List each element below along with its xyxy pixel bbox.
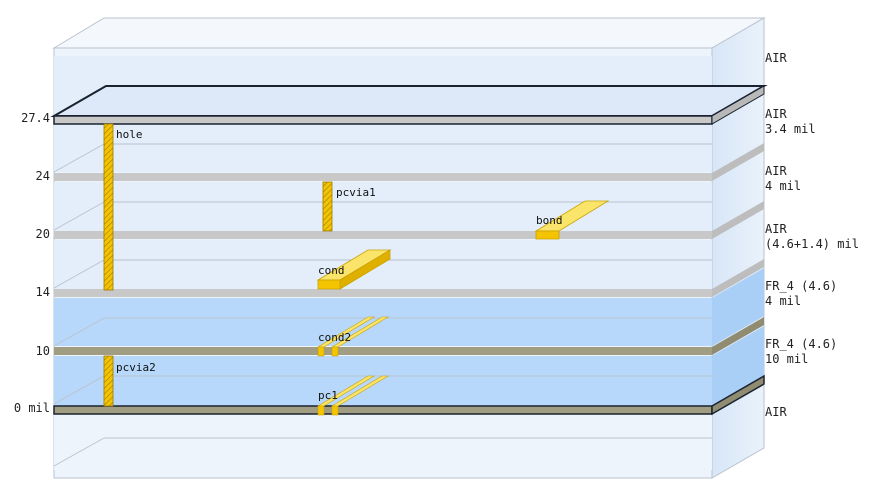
region-fr4-upper [54,298,712,346]
side-fr4-upper [712,268,764,346]
region-air-6 [54,240,712,290]
pcvia2-label: pcvia2 [116,361,156,374]
cond2-label: cond2 [318,331,351,344]
region-air-bottom [54,414,712,470]
region-label-fr4-lower: FR_4 (4.6) 10 mil [765,337,844,366]
bond-label: bond [536,214,563,227]
level-label-24: 24 [36,169,50,183]
level-label-27-4: 27.4 [21,111,50,125]
plane-20-side [712,201,764,239]
plane-24 [54,173,712,181]
plane-27-4 [53,115,713,125]
region-labels: AIR AIR 3.4 mil AIR 4 mil AIR (4.6+1.4) … [765,51,859,419]
plane-24-side [712,143,764,181]
cond-trace [316,249,392,290]
region-label-air-bottom: AIR [765,405,787,419]
pc1-traces [316,375,390,416]
region-label-air-top: AIR [765,51,787,65]
hole-label: hole [116,128,143,141]
plane-27-4-side [711,85,765,125]
region-label-air-4: AIR 4 mil [765,164,801,193]
plane-0-side [711,374,765,416]
plane-14-side [712,259,764,297]
region-label-air-6: AIR (4.6+1.4) mil [765,222,859,251]
plane-10-side [712,317,764,355]
plane-20 [54,231,712,239]
region-label-air-3-4: AIR 3.4 mil [765,107,816,136]
region-fr4-lower [54,356,712,406]
level-label-0: 0 mil [14,401,50,415]
back-edges [53,87,764,467]
hole-via [103,123,114,291]
level-label-10: 10 [36,344,50,358]
bond-trace [534,200,610,240]
plane-10 [54,347,712,355]
cond-label: cond [318,264,345,277]
pcvia2-via [103,355,114,407]
plane-0 [53,405,713,415]
pc1-label: pc1 [318,389,338,402]
region-air-3-4 [54,124,712,172]
box-top-face [52,17,766,49]
side-fr4-lower [712,326,764,406]
level-label-20: 20 [36,227,50,241]
pcvia1-label: pcvia1 [336,186,376,199]
level-label-14: 14 [36,285,50,299]
plane-14 [54,289,712,297]
region-label-fr4-upper: FR_4 (4.6) 4 mil [765,279,844,308]
pcvia1-via [322,181,333,232]
region-air-4 [54,182,712,232]
level-labels: 27.4 24 20 14 10 0 mil [14,111,50,415]
plane-27-4-top-face [50,85,768,117]
cond2-traces [316,316,390,357]
